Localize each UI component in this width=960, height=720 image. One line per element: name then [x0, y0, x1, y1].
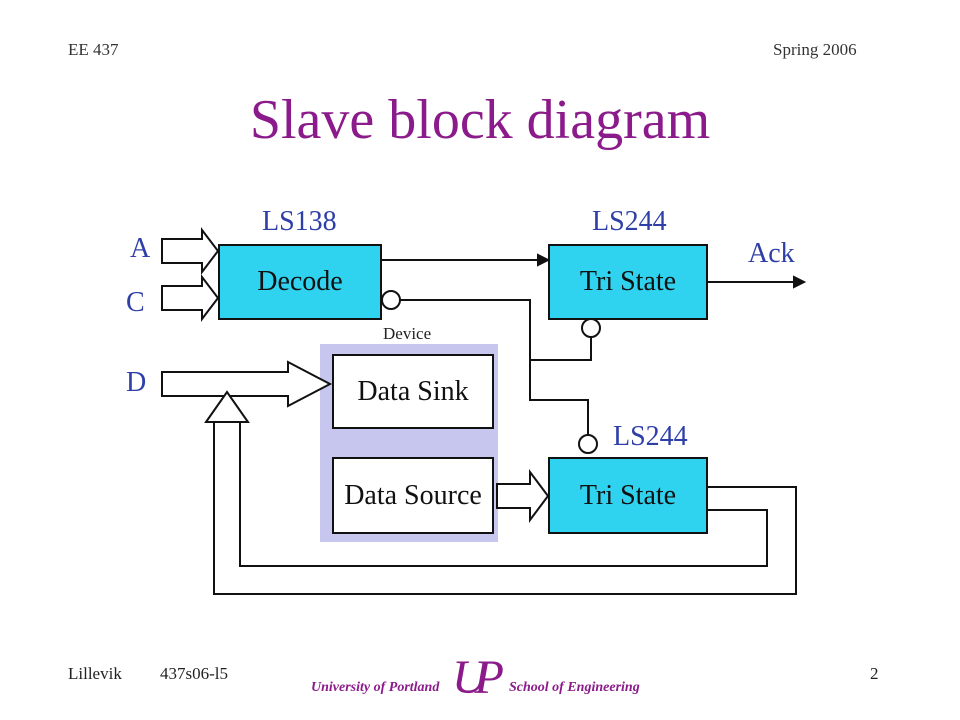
decode-block: Decode [218, 244, 382, 320]
tristate-top-block: Tri State [548, 244, 708, 320]
data-source-label: Data Source [344, 479, 482, 511]
footer-author: Lillevik [68, 664, 122, 683]
decode-inversion-bubble [381, 290, 401, 310]
data-sink-block: Data Sink [332, 354, 494, 429]
decode-enable-wire [400, 299, 589, 435]
tristate-top-label: Tri State [579, 266, 677, 297]
university-logo: UP [452, 651, 504, 704]
bus-loop-arrowhead [204, 390, 250, 423]
footer-file: 437s06-l5 [160, 664, 228, 683]
signal-d-label: D [126, 367, 147, 398]
course-header: EE 437 [68, 40, 119, 59]
input-d-arrow [161, 360, 333, 408]
data-sink-label: Data Sink [357, 375, 469, 407]
tristate-bottom-label: Tri State [579, 479, 677, 511]
decode-to-tristate-arrowhead [537, 253, 551, 267]
bus-loop-inner [239, 422, 768, 567]
input-c-arrow [161, 274, 220, 322]
source-to-tristate-arrow [496, 469, 550, 523]
data-source-block: Data Source [332, 457, 494, 534]
decode-label: Decode [257, 266, 343, 297]
tristate-top-enable-bubble [581, 318, 601, 338]
ack-buffer-chip-label: LS244 [592, 206, 667, 237]
logo-university-text: University of Portland [311, 680, 440, 695]
tristate-top-enable-wire [530, 337, 592, 361]
ack-label: Ack [748, 238, 795, 269]
tristate-bottom-enable-bubble [578, 434, 598, 454]
decoder-chip-label: LS138 [262, 206, 337, 237]
device-label: Device [383, 324, 432, 343]
input-a-arrow [161, 227, 220, 275]
data-buffer-chip-label: LS244 [613, 421, 688, 452]
slide-title: Slave block diagram [249, 89, 711, 151]
tristate-bottom-block: Tri State [548, 457, 708, 534]
bus-loop-outer [213, 422, 797, 595]
ack-output-arrowhead [793, 275, 807, 289]
signal-a-label: A [130, 233, 151, 264]
page-number: 2 [870, 664, 879, 683]
signal-c-label: C [126, 287, 145, 318]
logo-school-text: School of Engineering [509, 680, 640, 695]
term-header: Spring 2006 [773, 40, 857, 59]
